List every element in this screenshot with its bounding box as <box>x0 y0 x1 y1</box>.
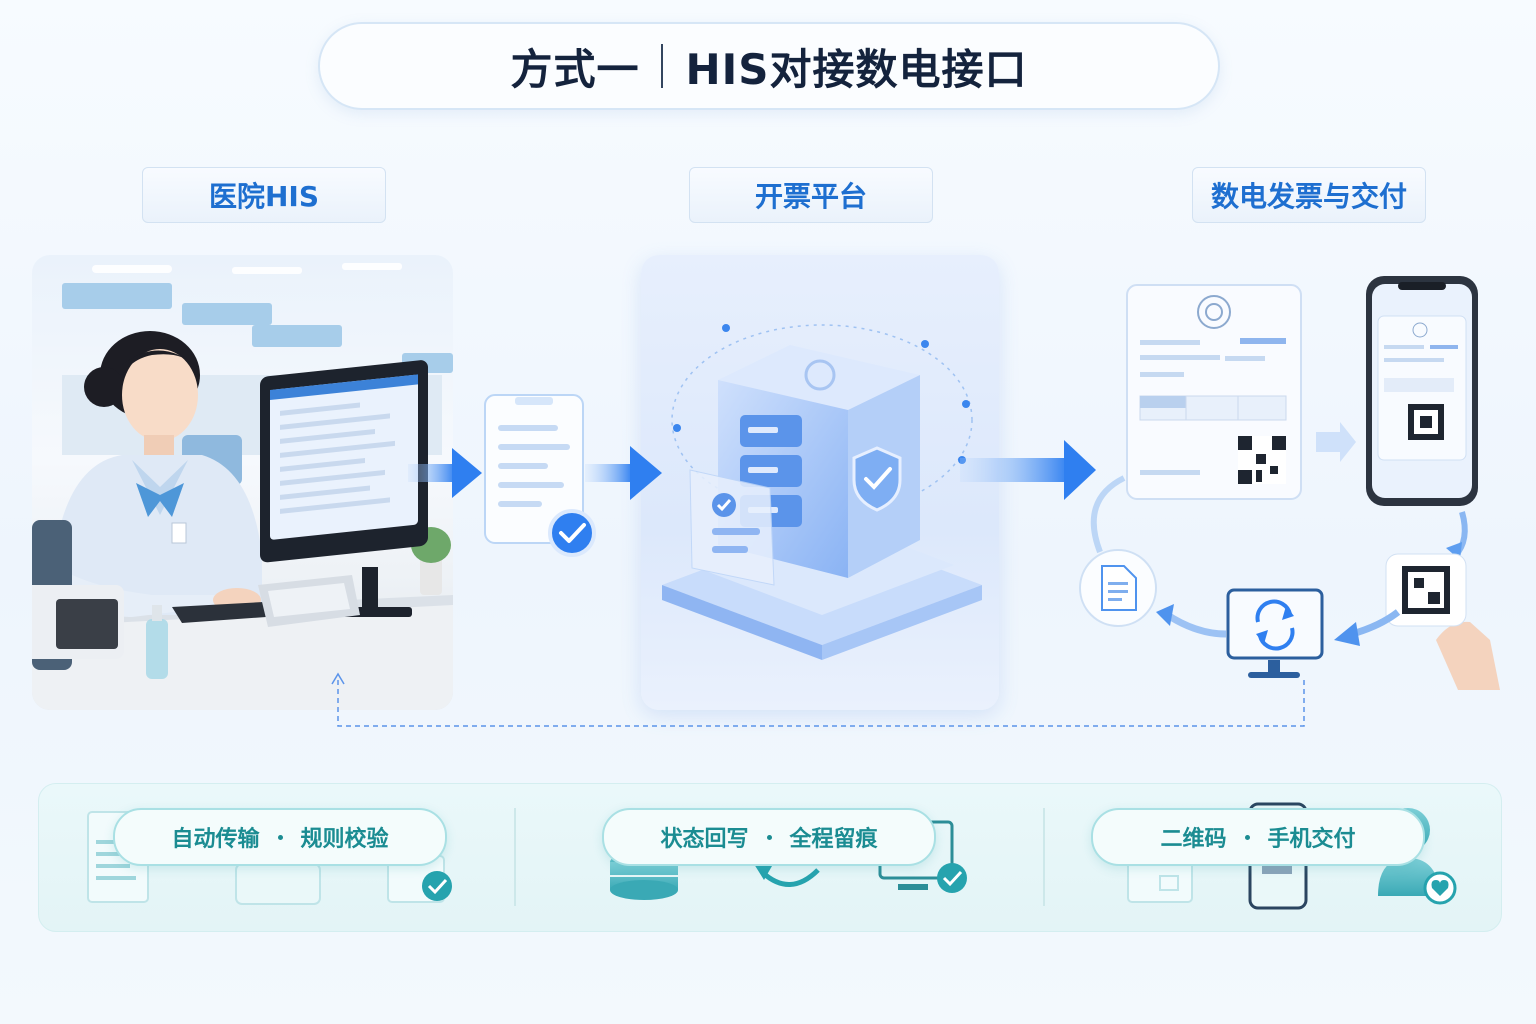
title-subject: HIS对接数电接口 <box>685 44 1028 94</box>
feature-dot <box>1244 834 1250 840</box>
title-separator <box>661 44 664 88</box>
title-method: 方式一 <box>510 44 640 94</box>
shield-icon <box>852 446 902 512</box>
features-divider <box>1043 808 1045 906</box>
check-icon <box>422 871 452 901</box>
features-divider <box>514 808 516 906</box>
refresh-icon <box>754 864 820 887</box>
hospital-his-scene <box>32 255 453 710</box>
section-label-platform: 开票平台 <box>689 167 933 223</box>
receipt-icon <box>1127 859 1193 903</box>
feature-a: 状态回写 <box>660 827 749 852</box>
feature-pill-status: 状态回写 全程留痕 <box>602 808 936 866</box>
flow-arrow-doc-to-platform <box>585 446 662 500</box>
section-label-delivery: 数电发票与交付 <box>1192 167 1426 223</box>
sync-icon <box>1226 588 1324 678</box>
flow-arrow-platform-to-invoice <box>960 440 1096 500</box>
document-icon <box>484 394 584 544</box>
check-icon <box>548 509 596 557</box>
section-label-his: 医院HIS <box>142 167 386 223</box>
page-title: 方式一 HIS对接数电接口 <box>318 22 1220 110</box>
file-icon <box>1079 549 1157 627</box>
qr-code-icon <box>1238 436 1286 484</box>
feature-pill-delivery: 二维码 手机交付 <box>1091 808 1425 866</box>
feature-dot <box>277 834 283 840</box>
feature-a: 自动传输 <box>171 827 260 852</box>
handheld-qr-icon <box>1385 553 1500 690</box>
feature-pill-transmit: 自动传输 规则校验 <box>113 808 447 866</box>
verified-card-icon <box>689 469 775 586</box>
feature-b: 全程留痕 <box>789 827 878 852</box>
flow-arrow-his-to-doc <box>408 448 482 498</box>
feature-a: 二维码 <box>1160 827 1227 852</box>
feature-dot <box>766 834 772 840</box>
phone-icon <box>1366 276 1478 506</box>
feature-b: 手机交付 <box>1267 827 1356 852</box>
feature-b: 规则校验 <box>300 827 389 852</box>
